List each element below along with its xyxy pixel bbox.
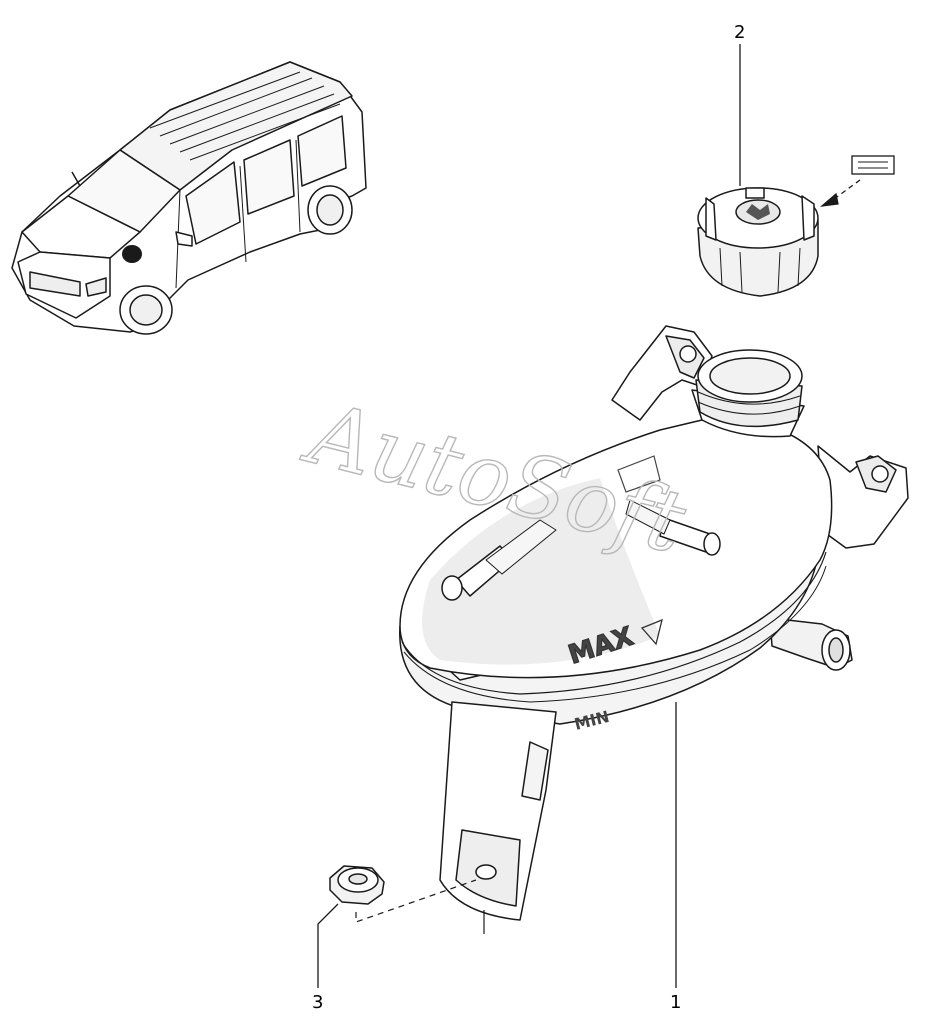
callout-3-number: 3: [312, 992, 323, 1013]
nut-assembly-line: [355, 879, 477, 923]
cap-reference-arrow: [819, 155, 895, 207]
expansion-tank: [399, 325, 909, 921]
callout-leaders: [317, 44, 741, 988]
callout-1-number: 1: [670, 992, 681, 1013]
vehicle-locator-illustration: [11, 61, 367, 335]
callout-2-number: 2: [734, 22, 745, 43]
hex-nut: [329, 865, 385, 905]
filler-cap: [697, 187, 819, 297]
